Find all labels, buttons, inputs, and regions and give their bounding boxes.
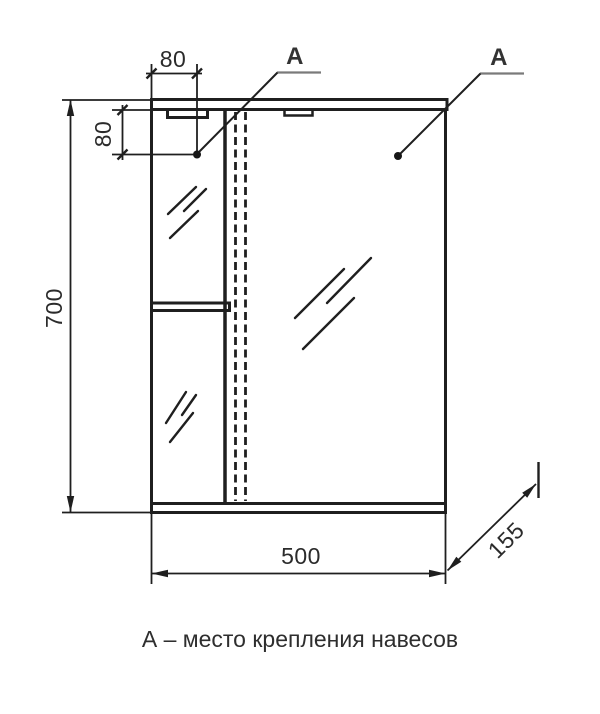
drawing-caption: А – место крепления навесов	[141, 626, 459, 652]
dim-155-lines	[446, 462, 540, 572]
dim-500-lines	[150, 513, 447, 584]
dim-700-label: 700	[40, 288, 67, 328]
dim-80-top-label: 80	[159, 45, 187, 72]
cabinet-top-panel	[150, 98, 449, 111]
mounting-point-left	[193, 150, 201, 159]
cabinet-outline	[150, 98, 449, 514]
mounting-point-right	[394, 152, 402, 160]
dim-700-lines	[62, 99, 151, 514]
dim-80-top-lines	[145, 64, 203, 152]
marker-a-right-label: A	[490, 44, 508, 71]
marker-a-left-label: A	[286, 43, 304, 70]
dim-500-label: 500	[281, 542, 321, 569]
dim-700-arrows	[66, 99, 75, 513]
marker-a-right-leader	[394, 72, 524, 160]
dim-80-left-lines	[112, 104, 193, 161]
dim-155-arrows	[447, 484, 536, 571]
shelf	[150, 301, 231, 312]
cabinet-bottom-panel	[150, 502, 447, 514]
dim-80-left-label: 80	[89, 120, 116, 148]
recess-right	[283, 109, 314, 117]
dim-500-arrows	[151, 569, 446, 578]
marker-a-left-leader	[193, 71, 321, 159]
recess-left	[166, 109, 209, 119]
mirror-glass-hatching	[164, 185, 373, 444]
